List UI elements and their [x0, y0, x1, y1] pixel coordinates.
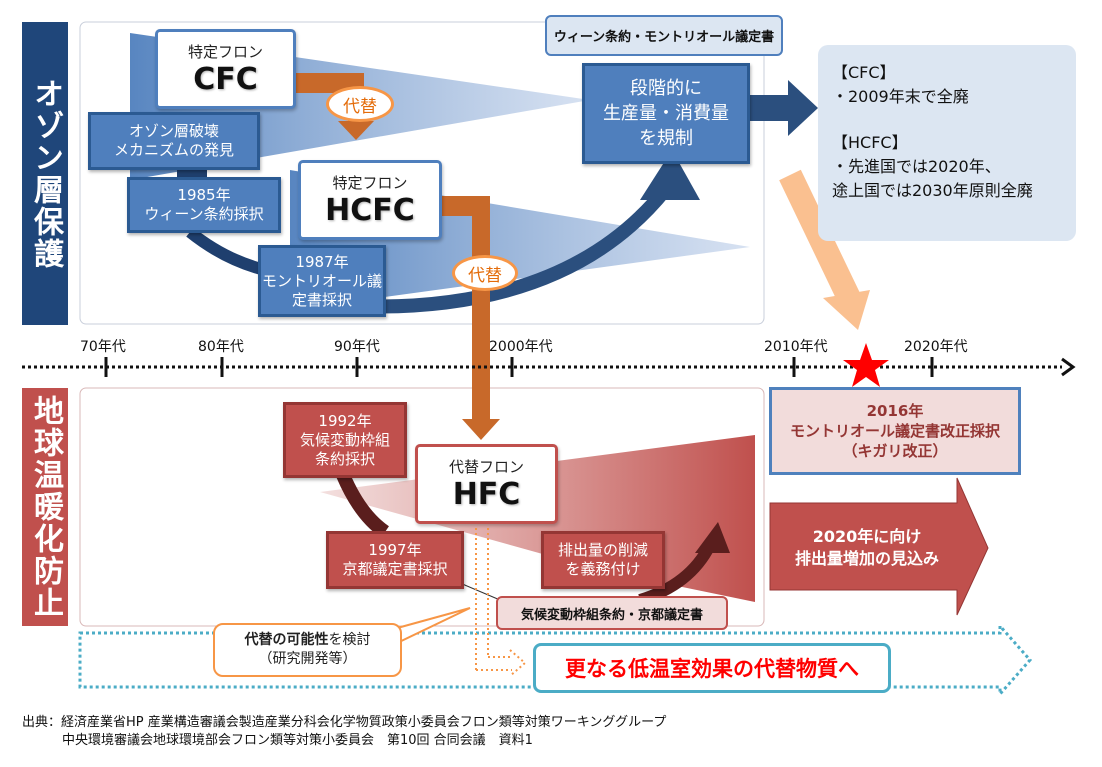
event-line: オゾン層破壊 [128, 122, 219, 140]
event-line: 定書採択 [291, 290, 352, 309]
hfc-name: HFC [452, 476, 521, 512]
phaseout-cfc-heading: 【CFC】 [832, 63, 896, 82]
obligation-line: を義務付け [565, 560, 641, 578]
regulation-box: 段階的に 生産量・消費量 を規制 [582, 63, 750, 164]
future-substance-box: 更なる低温室効果の代替物質へ [533, 643, 891, 693]
event-ozone-mechanism: オゾン層破壊 メカニズムの発見 [88, 112, 260, 170]
tick-label: 80年代 [198, 339, 244, 355]
regulation-curve-arrow [329, 185, 671, 314]
substitute-label: 代替 [452, 255, 518, 291]
regulation-line: を規制 [639, 128, 693, 149]
dotted-arrowhead [509, 649, 527, 677]
regulation-line: 段階的に [630, 78, 702, 99]
research-callout: 代替の可能性を検討 （研究開発等） [213, 623, 402, 677]
event-montreal-1987: 1987年 モントリオール議 定書採択 [258, 245, 386, 317]
substitute-label: 代替 [326, 86, 394, 122]
obligation-line: 排出量の削減 [557, 541, 648, 559]
event-line: 1985年 [177, 186, 231, 204]
forecast-line: 排出量増加の見込み [794, 548, 939, 568]
treaty-tag-ozone: ウィーン条約・モントリオール議定書 [545, 15, 783, 56]
phaseout-hcfc-heading: 【HCFC】 [832, 133, 908, 152]
event-connector [186, 227, 267, 276]
phaseout-hcfc-text: 途上国では2030年原則全廃 [832, 181, 1033, 200]
tick-label: 90年代 [334, 339, 380, 355]
callout-line: 代替の可能性を検討 [245, 631, 371, 650]
forecast-text: 2020年に向け 排出量増加の見込み [772, 510, 962, 585]
kigali-amendment-box: 2016年 モントリオール議定書改正採択 （キガリ改正） [769, 387, 1021, 475]
treaty-tag-warming: 気候変動枠組条約・京都議定書 [496, 596, 728, 630]
event-line: 京都議定書採択 [342, 560, 448, 578]
timeline-arrowhead [1061, 357, 1076, 377]
kigali-line: 2016年 [866, 402, 924, 420]
event-connector [336, 472, 390, 538]
tick-label: 2000年代 [489, 339, 553, 355]
kigali-line: モントリオール議定書改正採択 [789, 422, 1000, 440]
cfc-name: CFC [193, 61, 258, 97]
callout-bold: 代替の可能性 [244, 632, 329, 648]
star-icon [843, 343, 889, 387]
callout-line: （研究開発等） [258, 651, 357, 667]
event-vienna-1985: 1985年 ウィーン条約採択 [127, 177, 281, 233]
phaseout-hcfc-text: ・先進国では2020年、 [832, 157, 1001, 176]
phaseout-box: 【CFC】 ・2009年末で全廃 【HCFC】 ・先進国では2020年、 途上国… [818, 45, 1076, 241]
source-line-2: 中央環境審議会地球環境部会フロン類等対策小委員会 第10回 合同会議 資料1 [62, 733, 533, 748]
section-label-warming: 地球温暖化防止 [22, 388, 68, 626]
hcfc-name: HCFC [325, 192, 415, 228]
research-dotted-arrow [78, 622, 1033, 698]
kigali-line: （キガリ改正） [842, 442, 948, 460]
event-line: 条約採択 [314, 449, 375, 468]
cfc-box: 特定フロン CFC [155, 29, 296, 109]
event-line: 1987年 [295, 252, 349, 271]
source-line-1: 出典：経済産業省HP 産業構造審議会製造産業分科会化学物質政策小委員会フロン類等… [22, 715, 667, 730]
phaseout-cfc-text: ・2009年末で全廃 [832, 87, 969, 106]
hfc-subtitle: 代替フロン [448, 457, 524, 476]
event-line: メカニズムの発見 [113, 141, 234, 159]
event-line: 気候変動枠組 [299, 430, 390, 449]
event-line: ウィーン条約採択 [144, 205, 264, 223]
tick-label: 2020年代 [904, 339, 968, 355]
callout-rest: を検討 [328, 632, 371, 648]
tick-label: 70年代 [80, 339, 126, 355]
event-line: 1997年 [368, 541, 422, 559]
event-line: モントリオール議 [261, 271, 382, 290]
section-label-ozone: オゾン層保護 [22, 22, 68, 325]
cfc-subtitle: 特定フロン [187, 42, 263, 61]
arrowhead [640, 150, 700, 200]
hcfc-box: 特定フロン HCFC [298, 160, 442, 240]
regulation-line: 生産量・消費量 [603, 103, 729, 124]
forecast-arrow [769, 477, 989, 616]
event-line: 1992年 [318, 411, 372, 430]
event-unfccc-1992: 1992年 気候変動枠組 条約採択 [283, 402, 407, 478]
hcfc-subtitle: 特定フロン [332, 173, 408, 192]
event-kyoto-1997: 1997年 京都議定書採択 [326, 531, 464, 589]
hfc-box: 代替フロン HFC [415, 444, 558, 524]
forecast-line: 2020年に向け [812, 526, 922, 546]
tick-label: 2010年代 [764, 339, 828, 355]
obligation-box: 排出量の削減 を義務付け [541, 531, 665, 589]
